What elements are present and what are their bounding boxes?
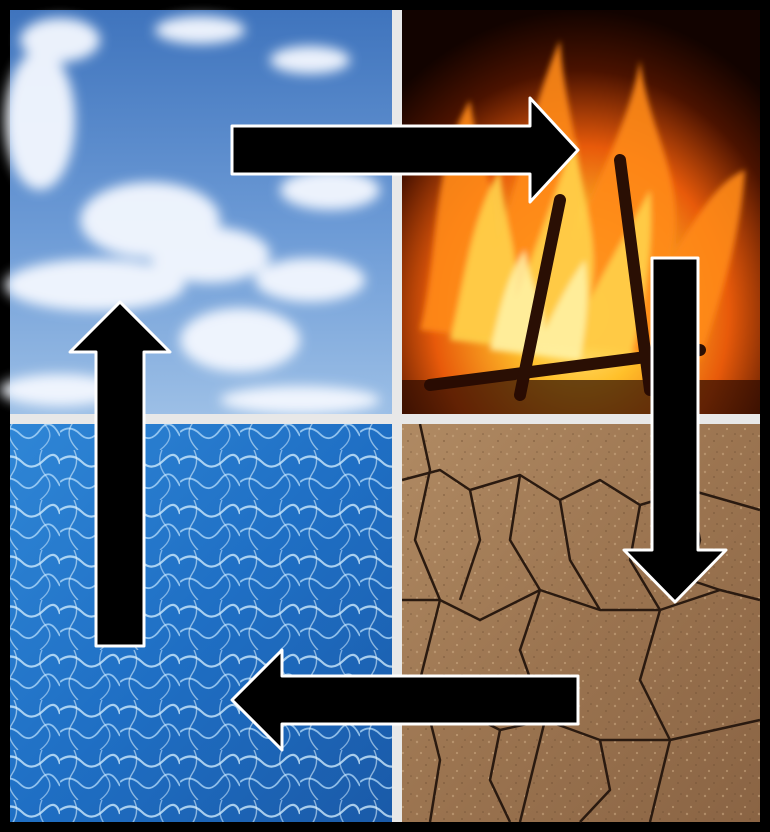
water-quadrant xyxy=(10,424,392,822)
air-quadrant xyxy=(0,10,392,414)
fire-quadrant xyxy=(402,10,760,414)
earth-quadrant xyxy=(402,424,760,822)
